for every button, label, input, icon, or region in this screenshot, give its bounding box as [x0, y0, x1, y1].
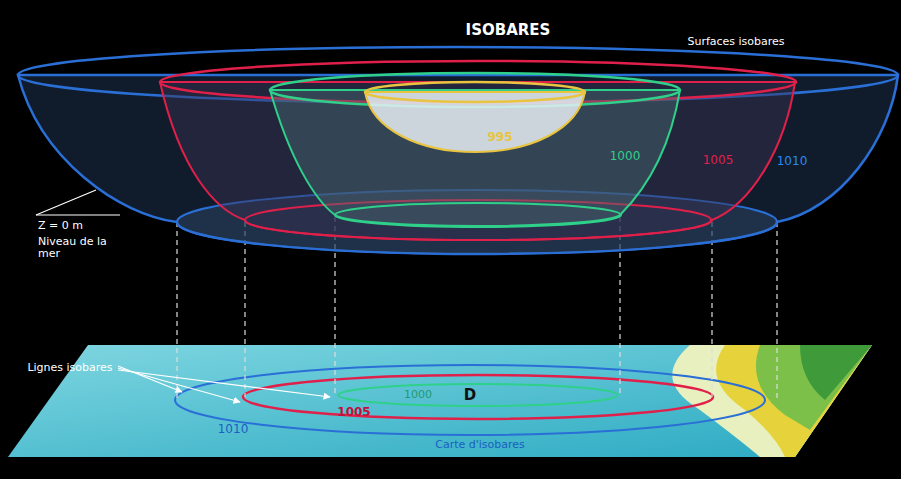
isobar-line — [338, 384, 618, 406]
sea-level-label: Niveau de la mer — [38, 236, 108, 260]
land — [756, 345, 872, 430]
map-plane — [8, 345, 872, 457]
diagram-title: ISOBARES — [466, 22, 551, 39]
isobar-surface — [18, 75, 898, 254]
isobar-line — [175, 365, 765, 435]
surface-label: Surfaces isobares — [687, 36, 784, 48]
isobar-value: 1005 — [337, 406, 370, 419]
sea-level-marker — [36, 190, 96, 215]
isobar-value: 1005 — [703, 154, 734, 167]
isobar-value: 1000 — [610, 150, 641, 163]
isobar-value: 995 — [487, 131, 512, 144]
isobar-surface — [270, 73, 680, 107]
isobar-surface — [270, 90, 680, 226]
isobar-surface — [160, 82, 795, 240]
low-pressure-mark: D — [464, 387, 476, 404]
line-label: Lignes isobares — [27, 362, 112, 374]
map-caption: Carte d'isobares — [435, 439, 525, 451]
sea-level-ring — [335, 203, 621, 227]
sea-level-marker — [36, 214, 120, 215]
isobar-value: 1010 — [218, 423, 249, 436]
isobar-value: 1000 — [404, 389, 432, 401]
isobar-value: 1010 — [777, 155, 808, 168]
land — [716, 345, 872, 457]
leader-arrows — [118, 366, 330, 402]
coast — [672, 345, 872, 457]
isobar-surface — [365, 82, 585, 102]
altitude-label: Z = 0 m — [38, 220, 108, 232]
isobar-line — [243, 375, 713, 419]
land — [800, 345, 872, 400]
